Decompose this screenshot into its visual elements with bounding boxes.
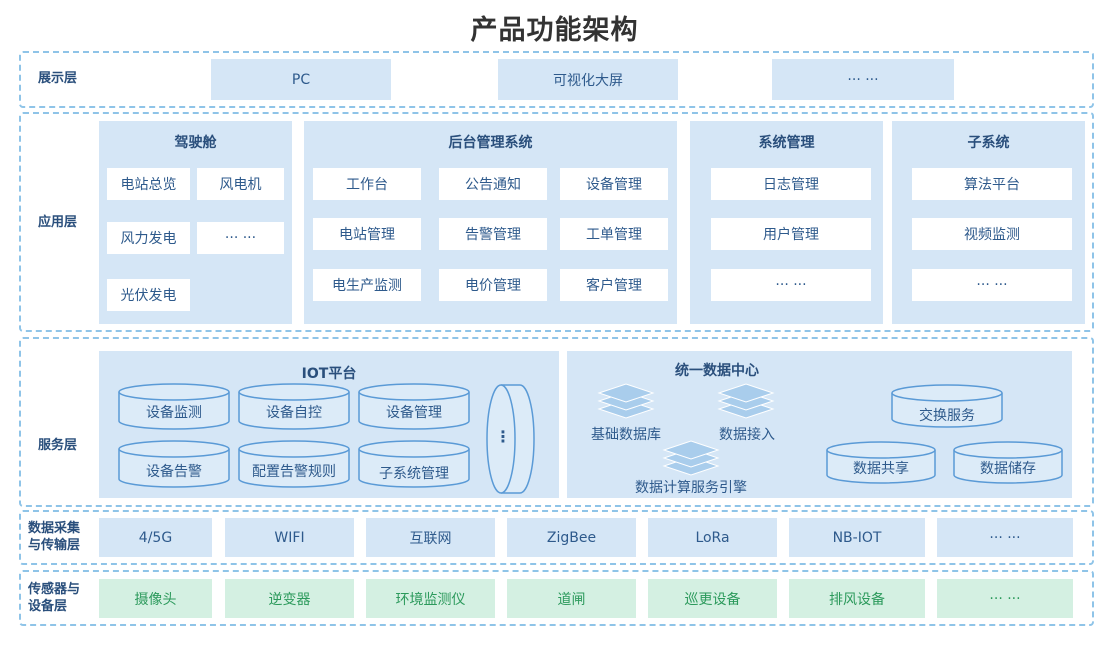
cockpit-item: 风力发电	[107, 222, 190, 254]
backend-item: 电价管理	[439, 269, 547, 301]
transport-layer-label-line: 数据采集	[28, 521, 81, 536]
display-pc: PC	[211, 59, 391, 100]
cockpit-item: 电站总览	[107, 168, 190, 200]
layers-icon	[597, 383, 655, 419]
application-layer-label: 应用层	[38, 215, 78, 230]
iot-item: 设备告警	[146, 464, 202, 480]
backend-item: 工单管理	[560, 218, 668, 250]
sensor-item: 逆变器	[225, 579, 354, 618]
system-item: 用户管理	[711, 218, 871, 250]
backend-item: 客户管理	[560, 269, 668, 301]
iot-item: 设备管理	[386, 405, 442, 421]
layers-icon	[717, 383, 775, 419]
sensor-item: 摄像头	[99, 579, 212, 618]
backend-item: 设备管理	[560, 168, 668, 200]
service-layer-label: 服务层	[38, 438, 78, 453]
cockpit-item: 光伏发电	[107, 279, 190, 311]
backend-item: 工作台	[313, 168, 421, 200]
transport-layer-label: 数据采集 与传输层	[28, 520, 80, 554]
sensor-layer-label-line: 设备层	[28, 599, 68, 614]
sensor-layer-label-line: 传感器与	[28, 582, 81, 597]
sensor-item: 环境监测仪	[366, 579, 495, 618]
system-item: 日志管理	[711, 168, 871, 200]
transport-item: WIFI	[225, 518, 354, 557]
page-title: 产品功能架构	[470, 15, 639, 46]
iot-more: ⋮	[495, 427, 511, 446]
backend-item: 电生产监测	[313, 269, 421, 301]
iot-item: 配置告警规则	[252, 464, 336, 480]
data-center-diagram	[597, 383, 1063, 484]
sensor-layer-label: 传感器与 设备层	[28, 581, 80, 615]
subsystem-item: 视频监测	[912, 218, 1072, 250]
subsystem-item: ··· ···	[912, 269, 1072, 301]
backend-item: 公告通知	[439, 168, 547, 200]
subsystem-title: 子系统	[967, 135, 1010, 151]
iot-diagram	[118, 383, 535, 494]
iot-item: 设备自控	[266, 405, 322, 421]
subsystem-item: 算法平台	[912, 168, 1072, 200]
transport-item: NB-IOT	[789, 518, 925, 557]
data-center-cylinder-label: 交换服务	[919, 408, 975, 424]
data-center-stack-label: 数据计算服务引擎	[635, 480, 747, 496]
sensor-item: 巡更设备	[648, 579, 777, 618]
backend-item: 告警管理	[439, 218, 547, 250]
cockpit-title: 驾驶舱	[174, 135, 217, 151]
backend-title: 后台管理系统	[448, 135, 533, 151]
application-layer	[19, 112, 1094, 332]
iot-title: IOT平台	[301, 366, 357, 382]
iot-item: 子系统管理	[379, 466, 449, 482]
transport-item: 4/5G	[99, 518, 212, 557]
data-center-stack-label: 基础数据库	[591, 427, 661, 443]
system-title: 系统管理	[758, 135, 815, 151]
service-layer	[19, 337, 1094, 507]
data-center-title: 统一数据中心	[675, 363, 759, 379]
iot-item: 设备监测	[146, 405, 202, 421]
display-layer-label: 展示层	[38, 71, 78, 86]
cockpit-item: 风电机	[197, 168, 284, 200]
transport-item: ZigBee	[507, 518, 636, 557]
sensor-item: 道闸	[507, 579, 636, 618]
cockpit-item: ··· ···	[197, 222, 284, 254]
display-more: ··· ···	[772, 59, 954, 100]
transport-layer-label-line: 与传输层	[28, 538, 81, 553]
data-center-cylinder-label: 数据共享	[853, 461, 909, 477]
data-center-cylinder-label: 数据储存	[980, 461, 1036, 477]
data-center-stack-label: 数据接入	[719, 427, 775, 443]
transport-item: LoRa	[648, 518, 777, 557]
transport-item: ··· ···	[937, 518, 1073, 557]
sensor-item: 排风设备	[789, 579, 925, 618]
layers-icon	[662, 440, 720, 476]
cylinder-icon	[826, 384, 1063, 484]
cylinder-icon	[118, 383, 535, 494]
system-item: ··· ···	[711, 269, 871, 301]
sensor-layer	[19, 570, 1094, 626]
transport-layer	[19, 510, 1094, 565]
display-bigscreen: 可视化大屏	[498, 59, 678, 100]
backend-item: 电站管理	[313, 218, 421, 250]
transport-item: 互联网	[366, 518, 495, 557]
sensor-item: ··· ···	[937, 579, 1073, 618]
display-layer	[19, 51, 1094, 108]
